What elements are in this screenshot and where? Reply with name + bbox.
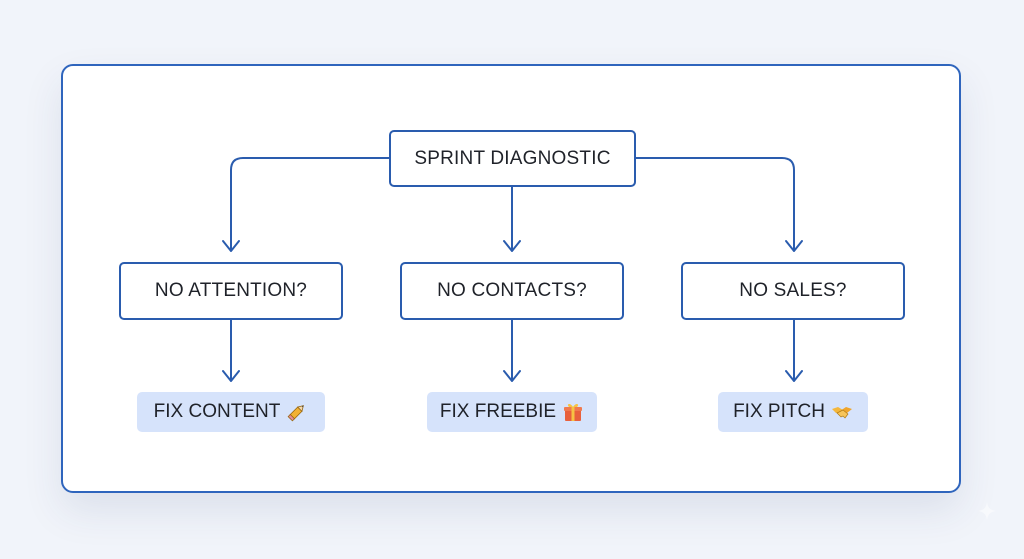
arrowhead-content	[222, 370, 240, 382]
fix-node-content: FIX CONTENT	[137, 392, 325, 432]
arrowhead-freebie	[503, 370, 521, 382]
fix-label-content: FIX CONTENT	[153, 401, 281, 422]
pencil-icon	[286, 401, 308, 423]
root-node-sprint-diagnostic: SPRINT DIAGNOSTIC	[389, 130, 636, 187]
connector-root-to-sales	[634, 157, 795, 251]
handshake-icon	[831, 401, 853, 423]
arrowhead-contacts	[503, 240, 521, 252]
arrowhead-attention	[222, 240, 240, 252]
connector-root-to-attention	[230, 157, 391, 251]
question-label-sales: NO SALES?	[739, 280, 847, 301]
gift-icon	[562, 401, 584, 423]
fix-node-pitch: FIX PITCH	[718, 392, 868, 432]
question-node-attention: NO ATTENTION?	[119, 262, 343, 320]
question-label-contacts: NO CONTACTS?	[437, 280, 587, 301]
fix-label-pitch: FIX PITCH	[733, 401, 825, 422]
arrowhead-sales	[785, 240, 803, 252]
question-label-attention: NO ATTENTION?	[154, 280, 308, 301]
arrowhead-pitch	[785, 370, 803, 382]
fix-node-freebie: FIX FREEBIE	[427, 392, 597, 432]
root-node-label: SPRINT DIAGNOSTIC	[414, 147, 611, 169]
fix-label-freebie: FIX FREEBIE	[439, 401, 557, 422]
question-node-sales: NO SALES?	[681, 262, 905, 320]
question-node-contacts: NO CONTACTS?	[400, 262, 624, 320]
sparkle-watermark-icon	[978, 502, 996, 520]
